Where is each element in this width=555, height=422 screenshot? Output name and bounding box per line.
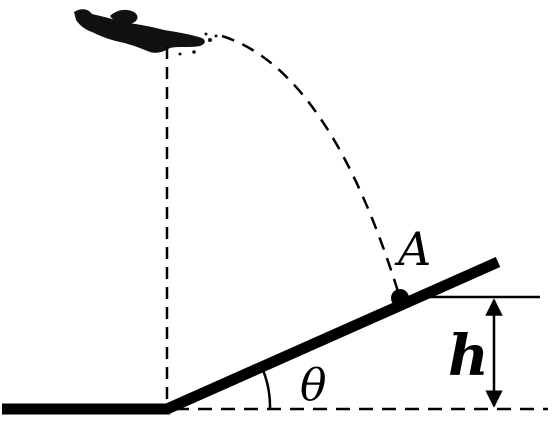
- incline-plane: [164, 256, 501, 415]
- angle-label: θ: [300, 360, 327, 411]
- point-a-marker: [391, 289, 409, 307]
- angle-arc: [261, 369, 272, 410]
- height-label: h: [448, 323, 489, 389]
- trajectory-curve: [221, 34, 402, 299]
- airplane-icon: [74, 9, 218, 56]
- point-a-label: A: [394, 222, 431, 276]
